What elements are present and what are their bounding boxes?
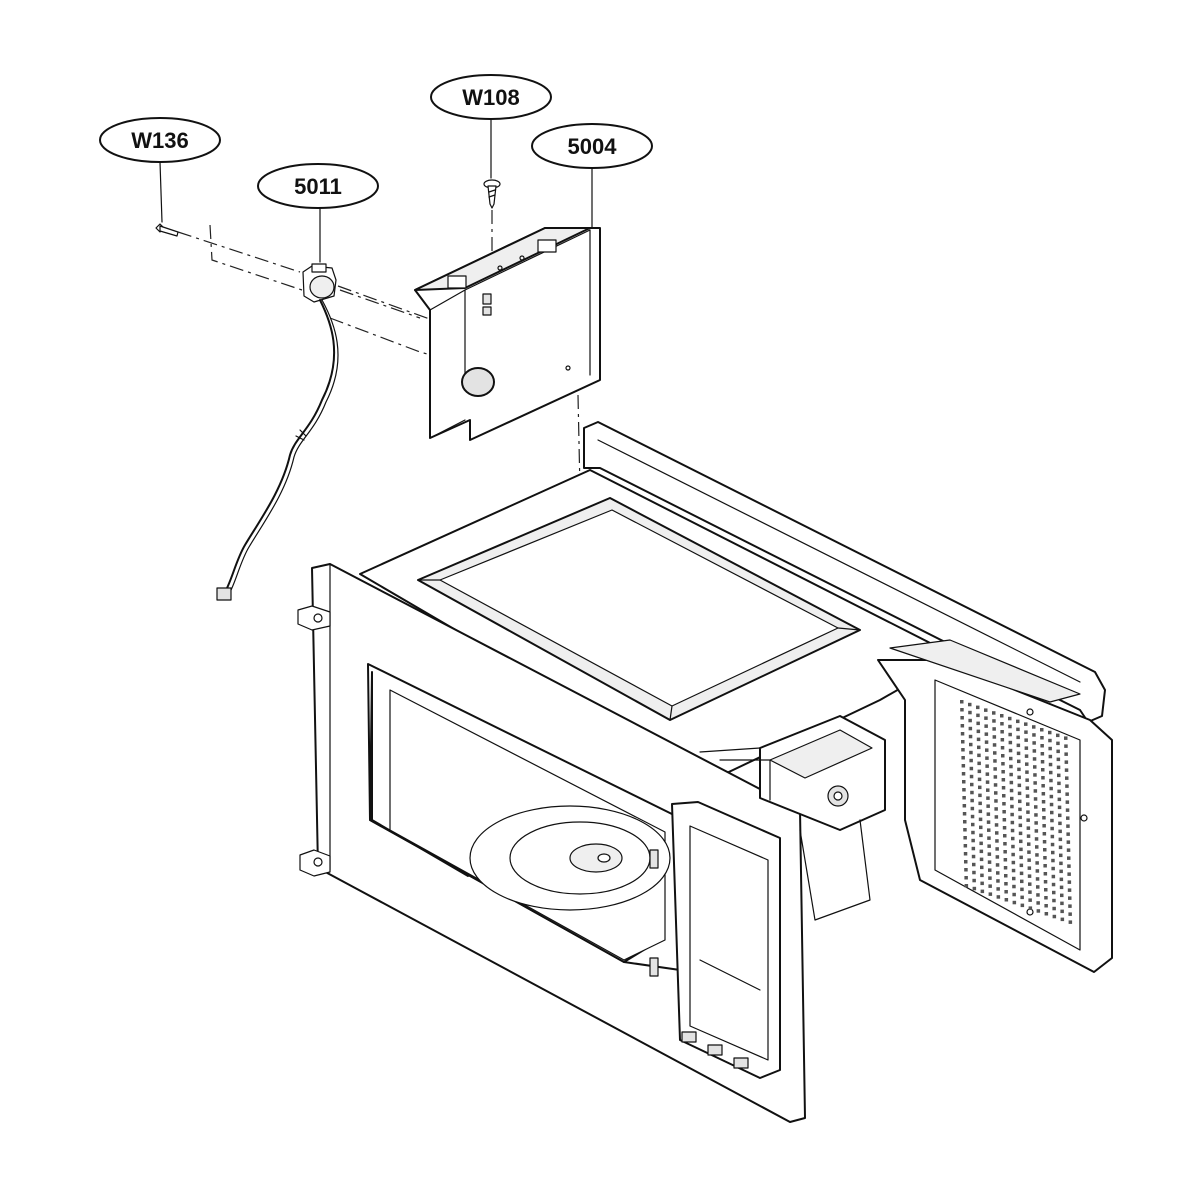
callout-w108-label: W108 xyxy=(462,85,519,110)
callout-5011: 5011 xyxy=(257,163,379,263)
callout-w108: W108 xyxy=(430,74,552,179)
callout-5004: 5004 xyxy=(531,123,653,229)
callout-w136-label: W136 xyxy=(131,128,188,153)
callout-5011-label: 5011 xyxy=(294,174,342,199)
screw-w136 xyxy=(155,223,179,237)
oven-cavity xyxy=(297,421,1113,1123)
screw-w108 xyxy=(483,179,501,209)
callout-w136: W136 xyxy=(99,117,221,223)
vent-mesh xyxy=(960,700,1073,924)
cover-5004 xyxy=(414,227,601,441)
callout-5004-label: 5004 xyxy=(568,134,618,159)
sensor-5011 xyxy=(216,263,339,601)
